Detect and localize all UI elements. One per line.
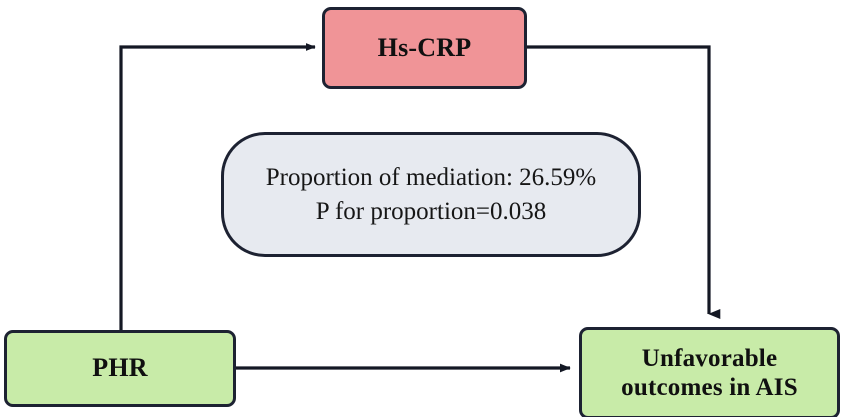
edge-phr-to-hscrp	[119, 43, 316, 331]
node-proportion-of-mediation[interactable]: Proportion of mediation: 26.59% P for pr…	[221, 132, 641, 257]
outcome-label-line2: outcomes in AIS	[621, 374, 798, 401]
edge-hscrp-to-outcome	[527, 45, 721, 319]
proportion-of-mediation-text: Proportion of mediation: 26.59%	[265, 164, 597, 191]
node-hs-crp-label: Hs-CRP	[377, 32, 472, 62]
node-phr-label: PHR	[92, 353, 148, 383]
outcome-label-line1: Unfavorable	[641, 344, 778, 372]
node-phr[interactable]: PHR	[4, 330, 236, 407]
p-for-proportion-text: P for proportion=0.038	[315, 197, 547, 225]
node-unfavorable-outcomes-label: Unfavorable outcomes in AIS	[621, 344, 798, 403]
node-unfavorable-outcomes[interactable]: Unfavorable outcomes in AIS	[579, 327, 840, 417]
node-hs-crp[interactable]: Hs-CRP	[322, 7, 527, 89]
